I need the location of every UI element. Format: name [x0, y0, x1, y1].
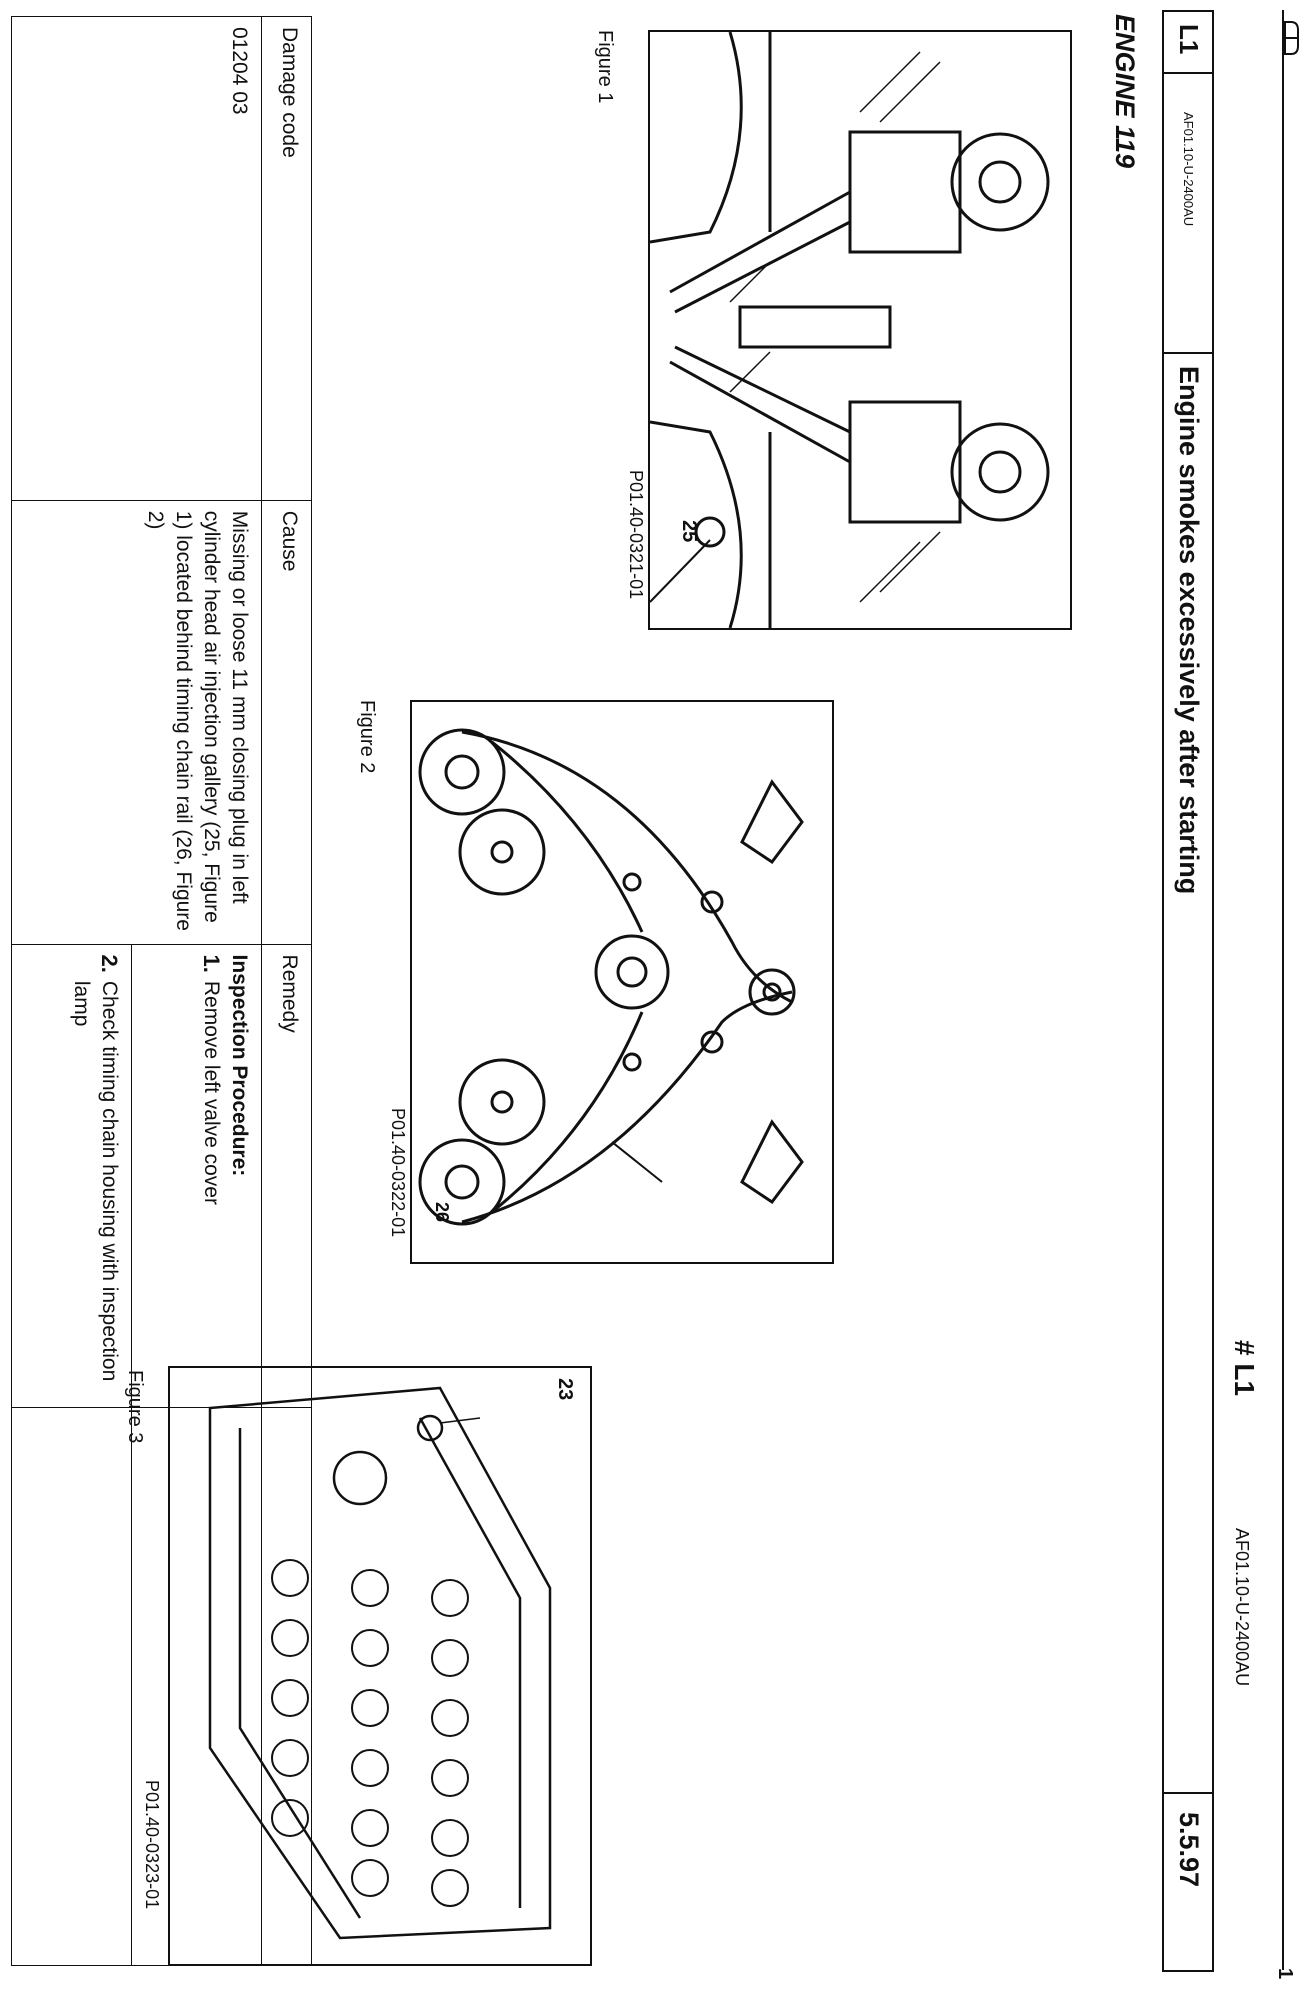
- header-date: 5.5.97: [1174, 1812, 1204, 1888]
- damage-table: Damage code Cause Remedy 01204 03 Missin…: [11, 16, 312, 1966]
- cause-text: Missing or loose 11 mm closing plug in l…: [144, 510, 251, 931]
- header-left-box: L1 AF01.10-U-2400AU: [1162, 10, 1214, 354]
- figure-3-frame: [168, 1366, 592, 1966]
- group-mark: # L1: [1229, 1340, 1260, 1397]
- header-damage-code: Damage code: [261, 16, 312, 501]
- step-text: Check timing chain housing with inspecti…: [70, 980, 121, 1382]
- timing-chain-drawing: [418, 728, 804, 1226]
- remedy-step-1: 1. Remove left valve cover: [197, 955, 225, 1398]
- callout-25: 25: [678, 520, 700, 543]
- section-code-cell: L1: [1164, 12, 1212, 74]
- figure-2-ref: P01.40-0322-01: [388, 1108, 408, 1238]
- empty-cell-1: [131, 1407, 262, 1966]
- cause-cell: Missing or loose 11 mm closing plug in l…: [11, 500, 262, 945]
- step-number: 2.: [97, 954, 122, 973]
- figure-1-caption: Figure 1: [594, 30, 616, 104]
- section-code: L1: [1174, 24, 1204, 55]
- date-divider: [1164, 1792, 1212, 1794]
- figure-2-caption: Figure 2: [356, 700, 378, 774]
- table-header-row: Damage code Cause Remedy: [261, 16, 312, 1966]
- doc-code-right: AF01.10-U-2400AU: [1232, 1528, 1252, 1687]
- corner-page-number: 1: [1274, 1968, 1296, 1980]
- callout-23: 23: [554, 1378, 576, 1401]
- header-cause: Cause: [261, 500, 312, 945]
- step-number: 1.: [199, 954, 224, 973]
- damage-code: 01204 03: [228, 27, 251, 115]
- top-rule: [1282, 10, 1284, 1970]
- remedy-title: Inspection Procedure:: [228, 954, 251, 1177]
- header-title-box: Engine smokes excessively after starting…: [1162, 350, 1214, 1972]
- brand-logo-icon: [1284, 21, 1299, 55]
- cylinder-head-top-drawing: [208, 1386, 552, 1940]
- table-row: 01204 03 Missing or loose 11 mm closing …: [11, 16, 262, 1966]
- step-text: Remove left valve cover: [200, 980, 223, 1205]
- damage-code-cell: 01204 03: [11, 16, 262, 501]
- empty-cell-2: [11, 1407, 132, 1966]
- header-title: Engine smokes excessively after starting: [1174, 366, 1204, 895]
- figure-1-ref: P01.40-0321-01: [626, 470, 646, 600]
- figure-1-frame: [648, 30, 1072, 630]
- engine-heading: ENGINE 119: [1110, 14, 1140, 169]
- remedy-cell-2: 2. Check timing chain housing with inspe…: [11, 944, 132, 1408]
- cylinder-head-section-drawing: [650, 32, 1050, 628]
- figure-2-frame: [410, 700, 834, 1264]
- header-empty: [261, 1407, 312, 1966]
- doc-code-small: AF01.10-U-2400AU: [1181, 112, 1196, 227]
- remedy-step-2: 2. Check timing chain housing with inspe…: [67, 955, 123, 1398]
- header-remedy: Remedy: [261, 944, 312, 1408]
- remedy-cell-1: Inspection Procedure: 1. Remove left val…: [131, 944, 262, 1408]
- callout-26: 26: [432, 1202, 452, 1223]
